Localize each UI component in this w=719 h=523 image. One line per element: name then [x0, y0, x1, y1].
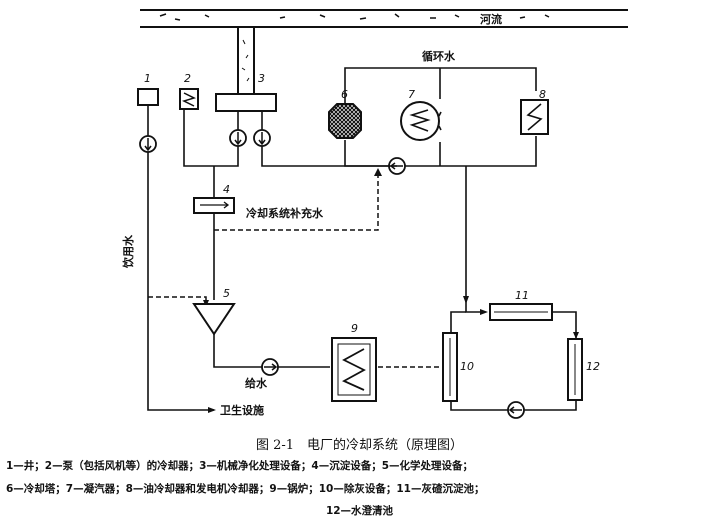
pump-icon — [261, 358, 279, 376]
flow-arrows — [203, 168, 579, 413]
makeup-water-label: 冷却系统补充水 — [246, 206, 324, 220]
number-label: 10 — [460, 360, 474, 373]
number-label: 7 — [408, 88, 415, 101]
equipment-5-chemical-treatment — [192, 303, 236, 336]
pump-icon — [253, 129, 271, 147]
number-label: 11 — [515, 289, 529, 302]
equipment-10-ash-removal — [442, 332, 458, 402]
number-label: 12 — [586, 360, 600, 373]
equipment-1-well — [137, 88, 159, 106]
equipment-2-pump-cooler — [179, 88, 199, 110]
legend-line: 1—井；2—泵（包括风机等）的冷却器；3—机械净化处理设备；4—沉淀设备；5—化… — [6, 460, 474, 472]
number-label: 8 — [539, 88, 546, 101]
legend-line: 12—水澄清池 — [325, 505, 394, 517]
river: 河流 — [140, 9, 628, 28]
equipment-7-condenser — [400, 101, 442, 141]
figure-caption: 图 2-1 电厂的冷却系统（原理图） — [255, 438, 464, 453]
drinking-water-label: 饮用水 — [121, 234, 135, 269]
intake-channel — [215, 27, 277, 112]
equipment-4-settling — [193, 197, 235, 214]
number-label: 3 — [258, 72, 265, 85]
equipment-6-cooling-tower — [328, 103, 362, 139]
number-label: 1 — [144, 72, 151, 85]
number-label: 5 — [223, 287, 230, 300]
equipment-12-clarifier — [567, 338, 583, 401]
pump-icon — [507, 401, 525, 419]
pump-icon — [139, 135, 157, 153]
river-label: 河流 — [480, 12, 502, 26]
legend-line: 6—冷却塔；7—凝汽器；8—油冷却器和发电机冷却器；9—锅炉；10—除灰设备；1… — [6, 483, 485, 495]
equipment-8-oil-cooler — [520, 99, 549, 135]
number-label: 9 — [351, 322, 358, 335]
number-label: 4 — [223, 183, 230, 196]
number-label: 6 — [341, 88, 348, 101]
equipment-11-ash-pond — [489, 303, 553, 321]
dashed-pipes — [148, 170, 443, 368]
equipment-3-mechanical-treatment — [215, 93, 277, 112]
number-label: 2 — [184, 72, 191, 85]
pipes — [147, 67, 577, 411]
sanitary-label: 卫生设施 — [220, 403, 264, 417]
pump-icon — [229, 129, 247, 147]
feed-water-label: 给水 — [245, 376, 268, 390]
circulating-water-label: 循环水 — [422, 49, 456, 63]
equipment-9-boiler — [331, 337, 377, 402]
